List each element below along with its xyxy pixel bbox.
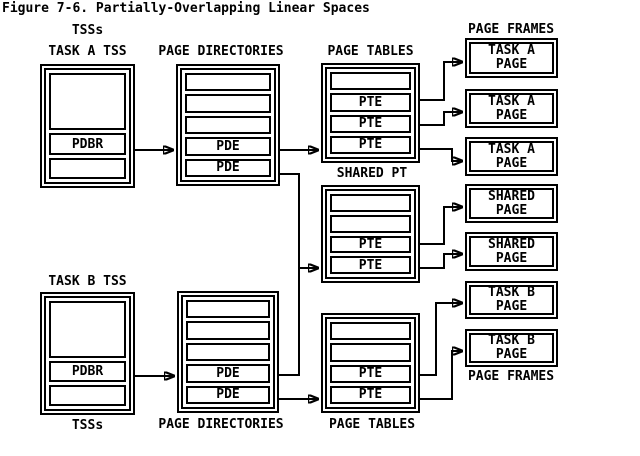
- label-page-tables-bottom: PAGE TABLES: [328, 417, 416, 432]
- label-page-tables-top: PAGE TABLES: [327, 44, 414, 59]
- frame-label: TASK B: [488, 333, 535, 348]
- connector-pte-to-frame-1: [420, 62, 462, 101]
- pt-a-pte-row: PTE: [330, 114, 411, 133]
- shared-pt-pte-row: PTE: [330, 235, 411, 254]
- pd-a-pde-row: PDE: [185, 137, 271, 156]
- shared-page-table-box: PTE PTE: [321, 185, 420, 283]
- pt-a-row-empty: [330, 72, 411, 91]
- pd-b-pde-row: PDE: [186, 385, 270, 405]
- frame-label: PAGE: [495, 57, 528, 72]
- pd-b-row-empty: [186, 342, 270, 362]
- figure-title: Figure 7-6. Partially-Overlapping Linear…: [2, 1, 370, 16]
- task-b-tss-cell-empty: [49, 384, 126, 406]
- task-a-tss-box: PDBR: [40, 64, 135, 188]
- connector-pte-to-frame-7: [420, 351, 462, 400]
- connector-pte-to-frame-2: [420, 112, 462, 126]
- pt-b-row-empty: [330, 322, 411, 341]
- pt-a-pte-row: PTE: [330, 135, 411, 154]
- task-b-tss-box: PDBR: [40, 292, 135, 415]
- frame-label: PAGE: [495, 107, 528, 123]
- frame-label: TASK A: [488, 141, 535, 157]
- shared-pt-row-empty: [330, 214, 411, 233]
- task-a-tss-cell-empty: [49, 73, 126, 131]
- connector-shared-riser: [279, 173, 300, 376]
- frame-label: PAGE: [495, 347, 528, 362]
- page-directory-b-box: PDE PDE: [177, 291, 279, 413]
- frame-label: PAGE: [495, 299, 528, 314]
- connector-pte-to-frame-5: [420, 254, 462, 269]
- shared-pt-pte-row: PTE: [330, 256, 411, 274]
- frame-label: SHARED: [488, 236, 535, 252]
- frame-label: PAGE: [495, 202, 528, 218]
- frame-label: TASK A: [488, 93, 535, 109]
- frame-label: PAGE: [495, 155, 528, 171]
- label-page-frames-bottom: PAGE FRAMES: [467, 369, 555, 384]
- pt-b-row-empty: [330, 343, 411, 362]
- pd-b-pde-row: PDE: [186, 364, 270, 383]
- pd-b-row-empty: [186, 300, 270, 319]
- connector-pte-to-frame-6: [420, 303, 462, 376]
- connector-pte-to-frame-4: [420, 207, 462, 245]
- task-a-pdbr-cell: PDBR: [49, 133, 126, 155]
- pd-b-row-empty: [186, 321, 270, 340]
- connector-pte-to-frame-3: [420, 148, 462, 161]
- label-page-directories-top: PAGE DIRECTORIES: [158, 44, 284, 59]
- task-b-tss-cell-empty: [49, 301, 126, 358]
- frame-label: TASK A: [488, 43, 535, 58]
- label-page-directories-bottom: PAGE DIRECTORIES: [158, 417, 284, 432]
- label-task-a-tss: TASK A TSS: [48, 44, 127, 59]
- frame-label: PAGE: [495, 250, 528, 266]
- pd-a-row-empty: [185, 115, 271, 135]
- pd-a-pde-row: PDE: [185, 158, 271, 178]
- label-tsss-bottom: TSSs: [71, 418, 104, 433]
- frame-label: SHARED: [488, 188, 535, 204]
- label-page-frames-top: PAGE FRAMES: [467, 22, 555, 37]
- page-table-b-box: PTE PTE: [321, 313, 420, 413]
- label-shared-pt: SHARED PT: [336, 166, 408, 181]
- shared-pt-row-empty: [330, 194, 411, 212]
- pd-a-row-empty: [185, 73, 271, 92]
- pt-a-pte-row: PTE: [330, 93, 411, 112]
- page-table-a-box: PTE PTE PTE: [321, 63, 420, 163]
- label-tsss-top: TSSs: [71, 23, 104, 38]
- pt-b-pte-row: PTE: [330, 385, 411, 404]
- pd-a-row-empty: [185, 94, 271, 113]
- task-a-tss-cell-empty: [49, 157, 126, 179]
- pt-b-pte-row: PTE: [330, 364, 411, 383]
- task-b-pdbr-cell: PDBR: [49, 360, 126, 382]
- page-directory-a-box: PDE PDE: [176, 64, 280, 186]
- label-task-b-tss: TASK B TSS: [48, 274, 127, 289]
- frame-label: TASK B: [488, 285, 535, 300]
